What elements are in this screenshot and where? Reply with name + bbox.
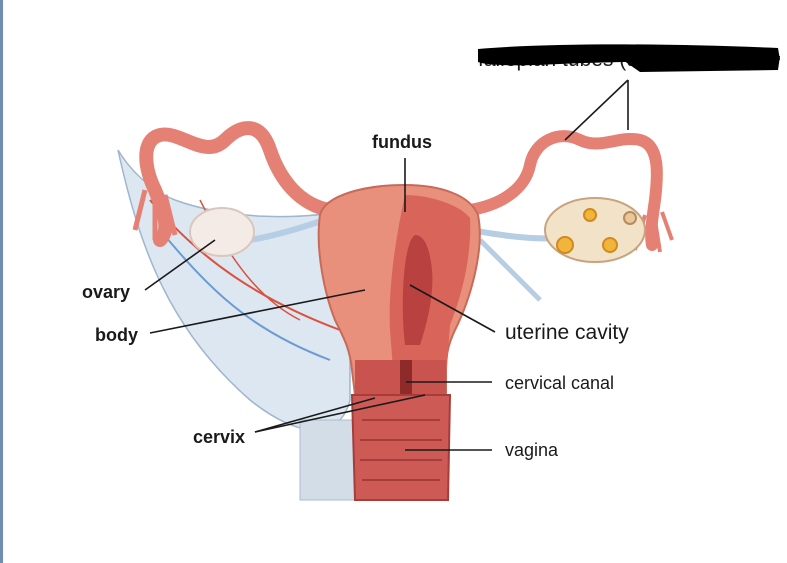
- ovary-label: ovary: [82, 282, 131, 302]
- blood-vessel: [159, 229, 331, 361]
- follicle: [583, 208, 597, 222]
- leader-uterine-cavity: [409, 284, 496, 333]
- ovarian-ligament-right: [478, 238, 542, 302]
- left-fimbriae: [132, 189, 178, 240]
- leader-body: [149, 289, 366, 334]
- leader-cervix-b: [254, 394, 426, 433]
- right-fallopian-tube: [464, 130, 663, 251]
- left-edge-border: [0, 0, 3, 563]
- left-fallopian-tube: [139, 121, 337, 247]
- cervical-canal-label: cervical canal: [505, 373, 615, 393]
- ligament-lower: [299, 419, 356, 501]
- body-label: body: [95, 325, 138, 345]
- cervix-label: cervix: [193, 427, 246, 447]
- follicle: [602, 237, 618, 253]
- uterine-cavity-label: uterine cavity: [505, 321, 629, 344]
- vaginal-rugae: [360, 419, 442, 481]
- fundus-label: fundus: [372, 132, 432, 152]
- follicle: [623, 211, 637, 225]
- leader-fallopian-a: [564, 79, 629, 141]
- vagina-section: [350, 394, 452, 501]
- cervical-canal: [400, 360, 412, 395]
- left-ovary: [189, 207, 255, 257]
- fallopian-tubes-label: fallopian tubes (uterine tubes): [478, 48, 755, 71]
- leader-cervix-a: [254, 397, 376, 433]
- leader-ovary: [144, 239, 216, 291]
- broad-ligament: [117, 149, 351, 431]
- vagina-label: vagina: [505, 440, 559, 460]
- follicle: [556, 236, 574, 254]
